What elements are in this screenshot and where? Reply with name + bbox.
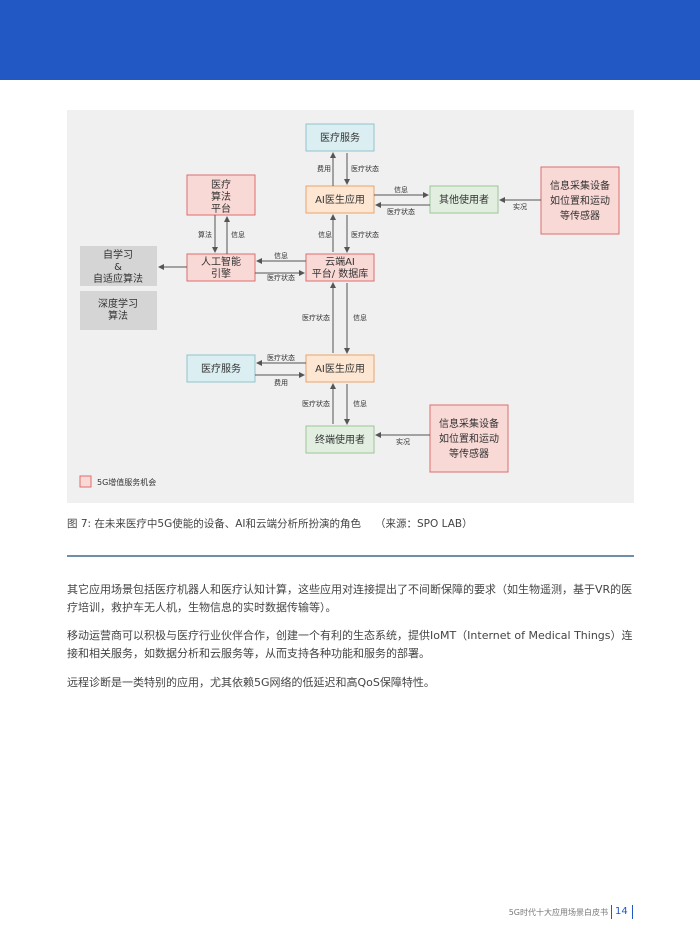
svg-text:自适应算法: 自适应算法 <box>93 272 143 285</box>
legend-label: 5G增值服务机会 <box>97 477 156 487</box>
footer-separator <box>611 905 612 919</box>
svg-text:算法: 算法 <box>211 190 231 203</box>
box-deep-learning: 深度学习 算法 <box>80 291 157 330</box>
label-algorithm: 算法 <box>198 230 212 239</box>
svg-text:人工智能: 人工智能 <box>201 255 241 268</box>
box-other-users: 其他使用者 <box>429 185 499 214</box>
medical-ecosystem-diagram: 医疗服务 AI医生应用 其他使用者 信息采集设备 如位置和运动 等传感器 医疗 … <box>79 123 620 488</box>
page-number: 14 <box>615 906 628 917</box>
box-ai-engine: 人工智能 引擎 <box>186 253 256 282</box>
svg-text:等传感器: 等传感器 <box>560 209 600 222</box>
box-self-learning: 自学习 & 自适应算法 <box>80 246 157 286</box>
label-medical-status: 医疗状态 <box>267 353 295 362</box>
label-fee: 费用 <box>317 164 331 173</box>
figure-panel: 医疗服务 AI医生应用 其他使用者 信息采集设备 如位置和运动 等传感器 医疗 … <box>67 110 634 503</box>
box-ai-doctor-top: AI医生应用 <box>305 185 375 214</box>
legend: 5G增值服务机会 <box>79 475 156 488</box>
label-info: 信息 <box>318 230 332 239</box>
svg-text:云端AI: 云端AI <box>325 255 355 268</box>
svg-text:&: & <box>114 262 122 273</box>
svg-text:医疗服务: 医疗服务 <box>201 362 241 375</box>
svg-text:算法: 算法 <box>108 309 128 322</box>
legend-swatch <box>79 475 92 488</box>
box-terminal-users: 终端使用者 <box>305 425 375 454</box>
svg-text:医疗服务: 医疗服务 <box>320 131 360 144</box>
svg-text:信息采集设备: 信息采集设备 <box>550 179 610 192</box>
svg-text:AI医生应用: AI医生应用 <box>315 193 365 206</box>
svg-text:终端使用者: 终端使用者 <box>315 433 365 446</box>
svg-text:平台: 平台 <box>211 202 231 215</box>
label-info: 信息 <box>274 251 288 260</box>
label-medical-status: 医疗状态 <box>387 207 415 216</box>
svg-text:医疗: 医疗 <box>211 178 231 191</box>
svg-text:自学习: 自学习 <box>103 248 133 261</box>
label-medical-status: 医疗状态 <box>351 164 379 173</box>
paragraph-1: 其它应用场景包括医疗机器人和医疗认知计算，这些应用对连接提出了不间断保障的要求（… <box>67 583 633 614</box>
svg-text:引擎: 引擎 <box>211 267 231 280</box>
box-collect-top: 信息采集设备 如位置和运动 等传感器 <box>540 166 620 235</box>
box-medical-service-top: 医疗服务 <box>305 123 375 152</box>
label-realtime: 实况 <box>396 437 410 446</box>
caption-text: 图 7: 在未来医疗中5G使能的设备、AI和云端分析所扮演的角色 <box>67 518 361 530</box>
label-medical-status: 医疗状态 <box>302 399 330 408</box>
label-medical-status: 医疗状态 <box>351 230 379 239</box>
box-algo-platform: 医疗 算法 平台 <box>186 174 256 216</box>
arrows <box>158 152 541 438</box>
svg-text:深度学习: 深度学习 <box>98 297 138 310</box>
label-fee: 费用 <box>274 378 288 387</box>
label-medical-status: 医疗状态 <box>302 313 330 322</box>
paragraph-2: 移动运营商可以积极与医疗行业伙伴合作，创建一个有利的生态系统，提供IoMT（In… <box>67 629 633 660</box>
paragraph-3: 远程诊断是一类特别的应用，尤其依赖5G网络的低延迟和高QoS保障特性。 <box>67 676 435 689</box>
svg-text:AI医生应用: AI医生应用 <box>315 362 365 375</box>
footer-title: 5G时代十大应用场景白皮书 <box>508 908 608 917</box>
svg-text:等传感器: 等传感器 <box>449 447 489 460</box>
label-info: 信息 <box>394 185 408 194</box>
top-banner <box>0 0 700 80</box>
svg-text:如位置和运动: 如位置和运动 <box>550 194 610 207</box>
svg-text:其他使用者: 其他使用者 <box>439 193 489 206</box>
figure-caption: 图 7: 在未来医疗中5G使能的设备、AI和云端分析所扮演的角色 （来源：SPO … <box>67 516 634 531</box>
label-info: 信息 <box>231 230 245 239</box>
box-ai-doctor-bottom: AI医生应用 <box>305 354 375 383</box>
label-info: 信息 <box>353 399 367 408</box>
box-medical-service-bottom: 医疗服务 <box>186 354 256 383</box>
svg-text:信息采集设备: 信息采集设备 <box>439 417 499 430</box>
label-info: 信息 <box>353 313 367 322</box>
section-divider <box>67 555 634 557</box>
svg-text:如位置和运动: 如位置和运动 <box>439 432 499 445</box>
svg-text:平台/ 数据库: 平台/ 数据库 <box>312 267 369 280</box>
box-cloud-ai: 云端AI 平台/ 数据库 <box>305 253 375 282</box>
caption-source: （来源：SPO LAB） <box>375 518 473 530</box>
label-medical-status: 医疗状态 <box>267 273 295 282</box>
label-realtime: 实况 <box>513 202 527 211</box>
footer-separator <box>632 905 633 919</box>
box-collect-bottom: 信息采集设备 如位置和运动 等传感器 <box>429 404 509 473</box>
